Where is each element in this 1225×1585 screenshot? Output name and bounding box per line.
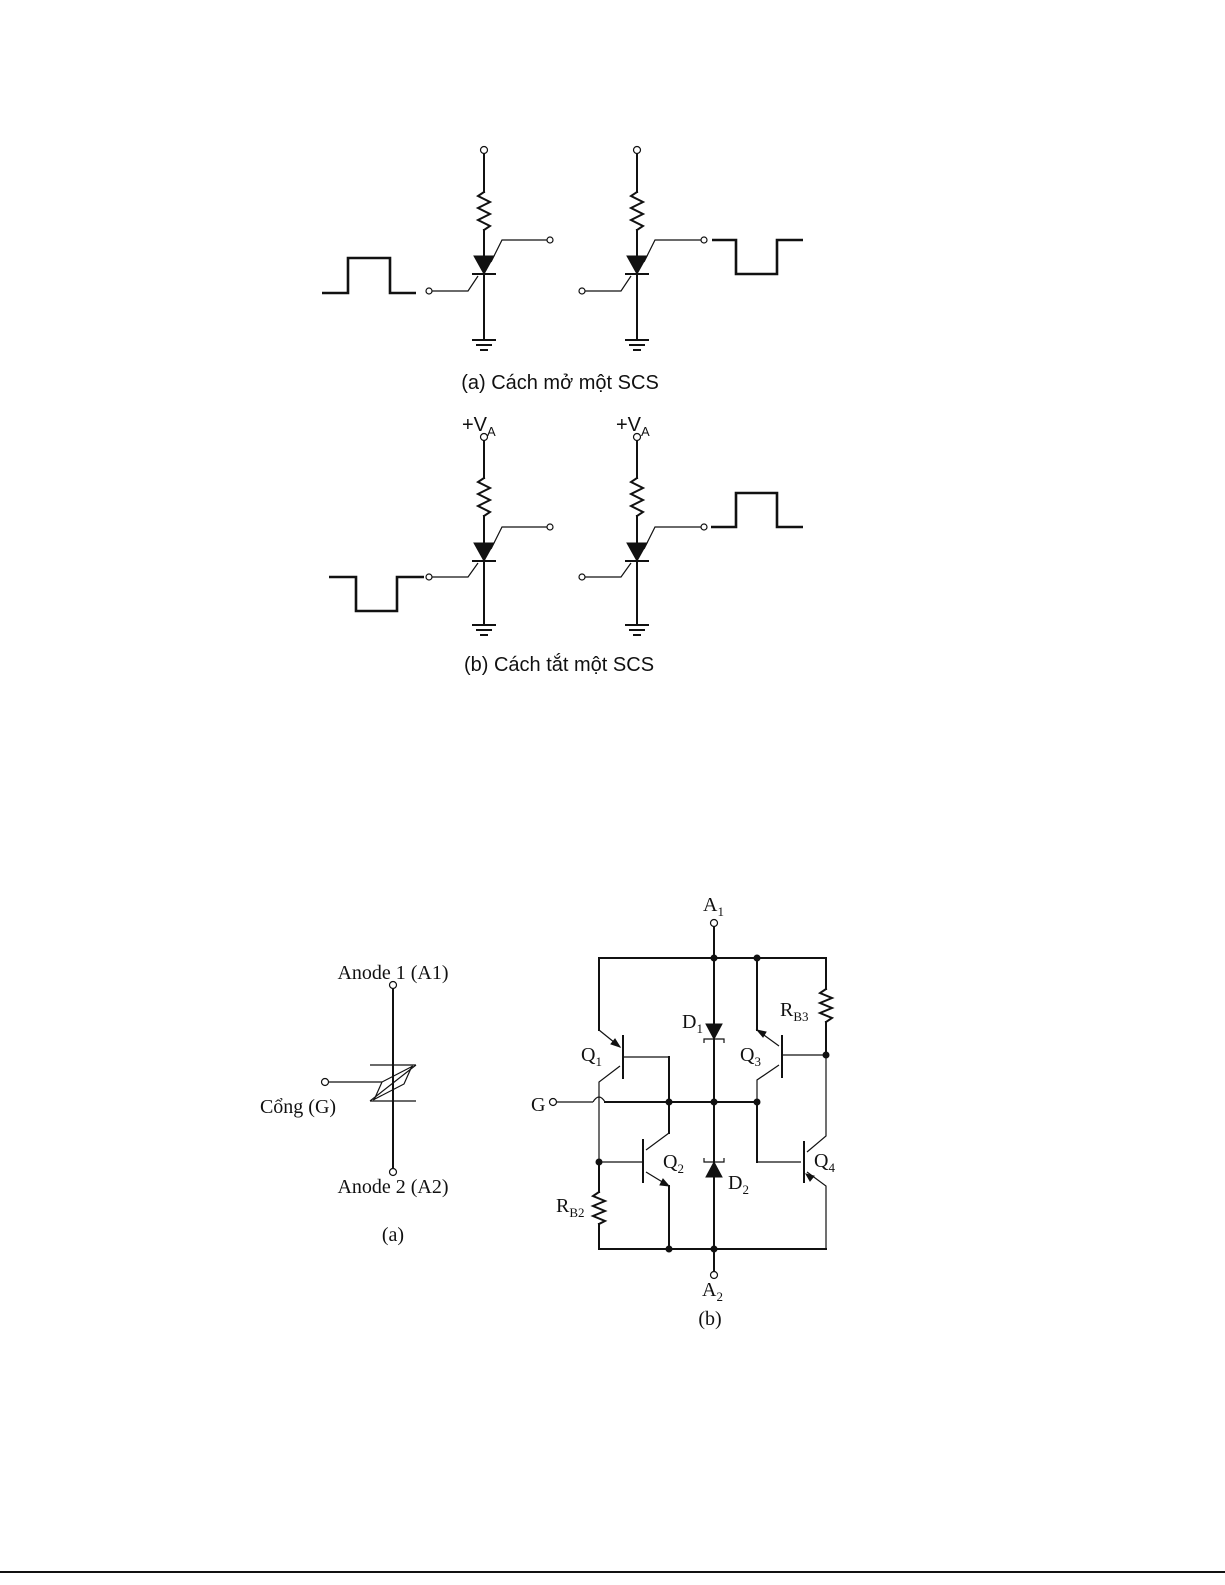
cathode-gate-terminal bbox=[579, 288, 585, 294]
gate-terminal bbox=[322, 1079, 329, 1086]
anode-gate-lead bbox=[491, 527, 547, 549]
caption-turn-on: (a) Cách mở một SCS bbox=[461, 372, 659, 394]
junction-dot bbox=[823, 1052, 830, 1059]
load-resistor bbox=[478, 192, 490, 230]
anode-gate-lead bbox=[491, 240, 547, 262]
scs-turn-on-circuit-right bbox=[579, 147, 803, 351]
supply-label: +VA bbox=[616, 414, 650, 439]
symbol-caption: (a) bbox=[382, 1224, 404, 1246]
equivalent-caption: (b) bbox=[698, 1308, 721, 1330]
scs-turn-off-circuit-left: +VA bbox=[329, 414, 553, 635]
junction-dot bbox=[754, 1099, 761, 1106]
q3-label: Q3 bbox=[740, 1044, 761, 1069]
scs-diode-symbol bbox=[474, 543, 494, 561]
junction-dot bbox=[666, 1099, 673, 1106]
positive-pulse-waveform bbox=[711, 493, 803, 527]
q2-label: Q2 bbox=[663, 1151, 684, 1176]
scs-diode-symbol bbox=[474, 256, 494, 274]
load-resistor bbox=[631, 478, 643, 516]
gate-label: Cổng (G) bbox=[260, 1096, 336, 1118]
negative-pulse-waveform bbox=[329, 577, 424, 611]
cathode-gate-terminal bbox=[579, 574, 585, 580]
rb3-label: RB3 bbox=[780, 999, 809, 1024]
anode-gate-terminal bbox=[701, 237, 707, 243]
a1-terminal bbox=[711, 920, 718, 927]
d2-label: D2 bbox=[728, 1172, 749, 1197]
g-label: G bbox=[531, 1094, 545, 1116]
supply-label: +VA bbox=[462, 414, 496, 439]
caption-turn-off: (b) Cách tắt một SCS bbox=[464, 653, 654, 676]
rb2-resistor bbox=[593, 1192, 605, 1224]
anode1-label: Anode 1 (A1) bbox=[337, 962, 448, 984]
d1-label: D1 bbox=[682, 1011, 703, 1036]
rb3-resistor bbox=[820, 989, 832, 1022]
rb2-label: RB2 bbox=[556, 1195, 585, 1220]
junction-dot bbox=[666, 1246, 673, 1253]
a2-terminal bbox=[711, 1272, 718, 1279]
anode-gate-lead bbox=[644, 240, 701, 262]
cathode-gate-lead bbox=[585, 276, 631, 291]
scs-turn-on-circuit-left bbox=[322, 147, 553, 351]
supply-terminal bbox=[481, 147, 488, 154]
junction-dot bbox=[596, 1159, 603, 1166]
anode-gate-terminal bbox=[547, 237, 553, 243]
cathode-gate-lead bbox=[585, 563, 631, 577]
cathode-gate-terminal bbox=[426, 574, 432, 580]
cathode-gate-lead bbox=[432, 276, 478, 291]
load-resistor bbox=[478, 478, 490, 516]
q4-label: Q4 bbox=[814, 1150, 835, 1175]
anode-gate-terminal bbox=[701, 524, 707, 530]
anode-gate-terminal bbox=[547, 524, 553, 530]
bilateral-switch-symbol: Anode 1 (A1) Cổng (G) Anode 2 (A2) (a) bbox=[260, 962, 449, 1246]
supply-terminal bbox=[481, 434, 488, 441]
cathode-gate-terminal bbox=[426, 288, 432, 294]
supply-terminal bbox=[634, 434, 641, 441]
negative-pulse-waveform bbox=[712, 240, 803, 274]
equivalent-circuit: A1 D1 D2 G Q1 bbox=[531, 894, 835, 1330]
scs-diode-symbol bbox=[627, 256, 647, 274]
anode-gate-lead bbox=[644, 527, 701, 549]
anode2-label: Anode 2 (A2) bbox=[337, 1176, 448, 1198]
anode2-terminal bbox=[390, 1169, 397, 1176]
junction-dot bbox=[711, 955, 718, 962]
scs-turn-off-circuit-right: +VA bbox=[579, 414, 803, 635]
q1-label: Q1 bbox=[581, 1044, 602, 1069]
a1-label: A1 bbox=[703, 894, 724, 919]
positive-pulse-waveform bbox=[322, 258, 416, 293]
junction-dot bbox=[711, 1099, 718, 1106]
d2-diode bbox=[706, 1162, 722, 1177]
d1-diode bbox=[706, 1024, 722, 1039]
g-terminal bbox=[550, 1099, 557, 1106]
a2-label: A2 bbox=[702, 1279, 723, 1304]
scs-diode-symbol bbox=[627, 543, 647, 561]
cathode-gate-lead bbox=[432, 563, 478, 577]
supply-terminal bbox=[634, 147, 641, 154]
load-resistor bbox=[631, 192, 643, 230]
anode1-terminal bbox=[390, 982, 397, 989]
junction-dot bbox=[754, 955, 761, 962]
